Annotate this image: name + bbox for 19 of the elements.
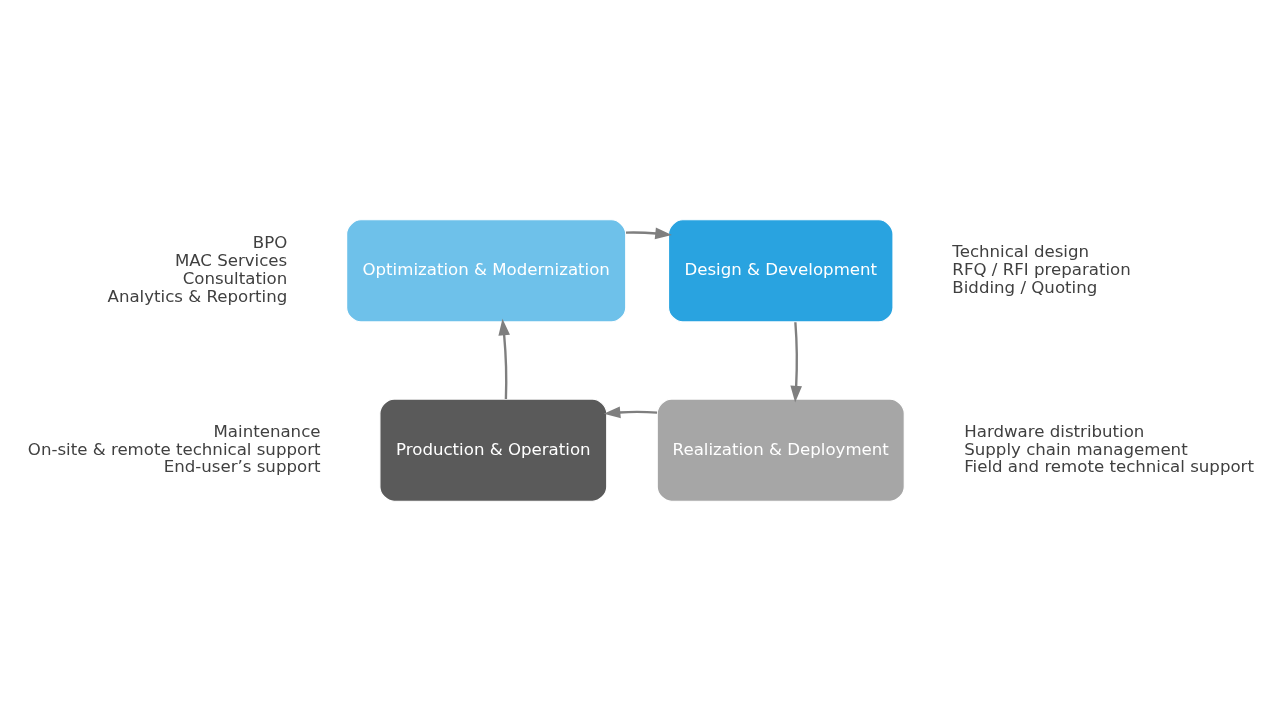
arrow	[625, 227, 672, 239]
arrow	[603, 406, 658, 418]
node-box: Realization & Deployment	[656, 398, 905, 502]
node-label: Analytics & Reporting	[107, 286, 288, 306]
node-label: Hardware distribution	[964, 421, 1145, 441]
node-label: Supply chain management	[964, 439, 1188, 459]
node-label: Bidding / Quoting	[952, 277, 1098, 297]
arrow	[498, 318, 510, 399]
node-box: Production & Operation	[379, 398, 608, 502]
arrow	[790, 321, 802, 402]
node-box: Optimization & Modernization	[346, 218, 627, 322]
node-label: Consultation	[182, 268, 288, 288]
node-label: MAC Services	[174, 250, 288, 270]
node-label: Technical design	[952, 241, 1090, 261]
node-label: RFQ / RFI preparation	[952, 259, 1131, 279]
node-label: Maintenance	[213, 421, 321, 441]
node-label: BPO	[252, 232, 288, 252]
node-label: On-site & remote technical support	[27, 439, 321, 459]
node-box: Design & Development	[667, 218, 894, 322]
